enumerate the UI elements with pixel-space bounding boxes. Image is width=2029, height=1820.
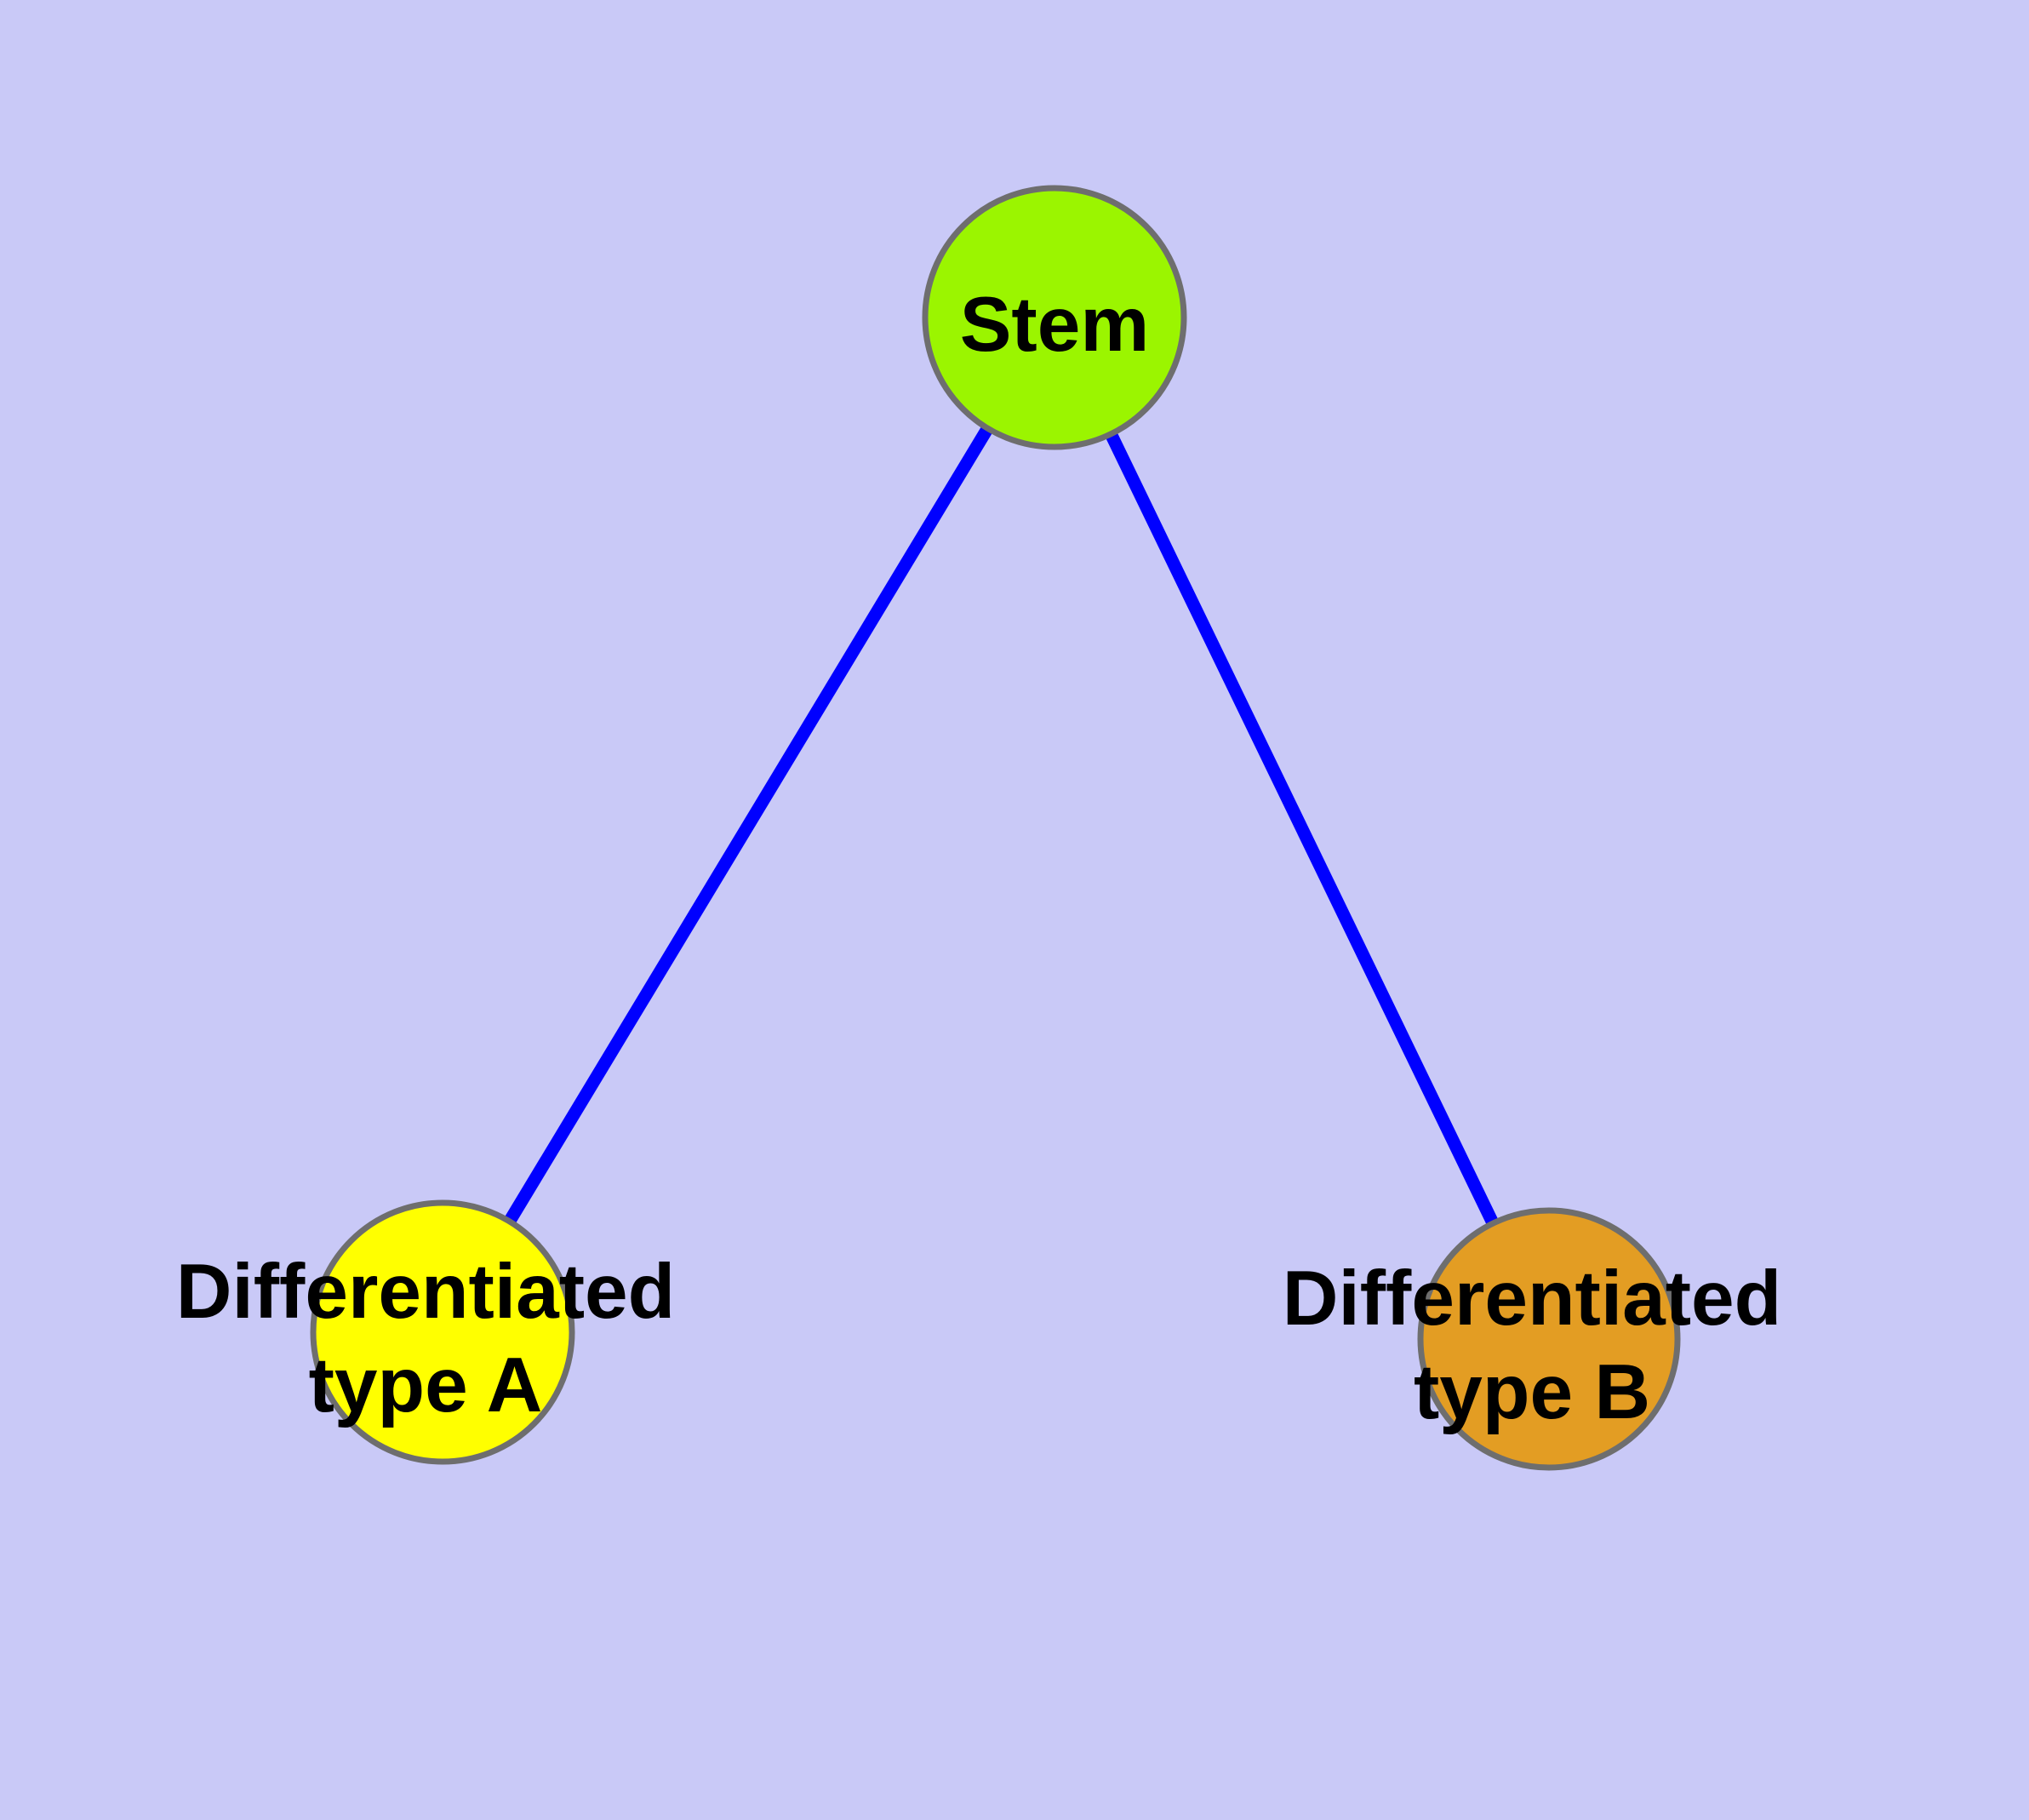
- node-stem: [922, 185, 1187, 450]
- node-type-a-label-line1: Differentiated: [176, 1249, 676, 1335]
- node-differentiated-type-a: [310, 1199, 575, 1465]
- edge-stem-to-type-b: [1049, 314, 1555, 1342]
- node-stem-label: Stem: [960, 282, 1150, 368]
- node-type-b-label-line1: Differentiated: [1283, 1256, 1782, 1342]
- edge-stem-to-type-a: [437, 314, 1060, 1336]
- node-type-b-label-line2: type B: [1414, 1349, 1650, 1435]
- node-differentiated-type-b: [1417, 1207, 1681, 1471]
- node-type-a-label-line2: type A: [309, 1342, 543, 1428]
